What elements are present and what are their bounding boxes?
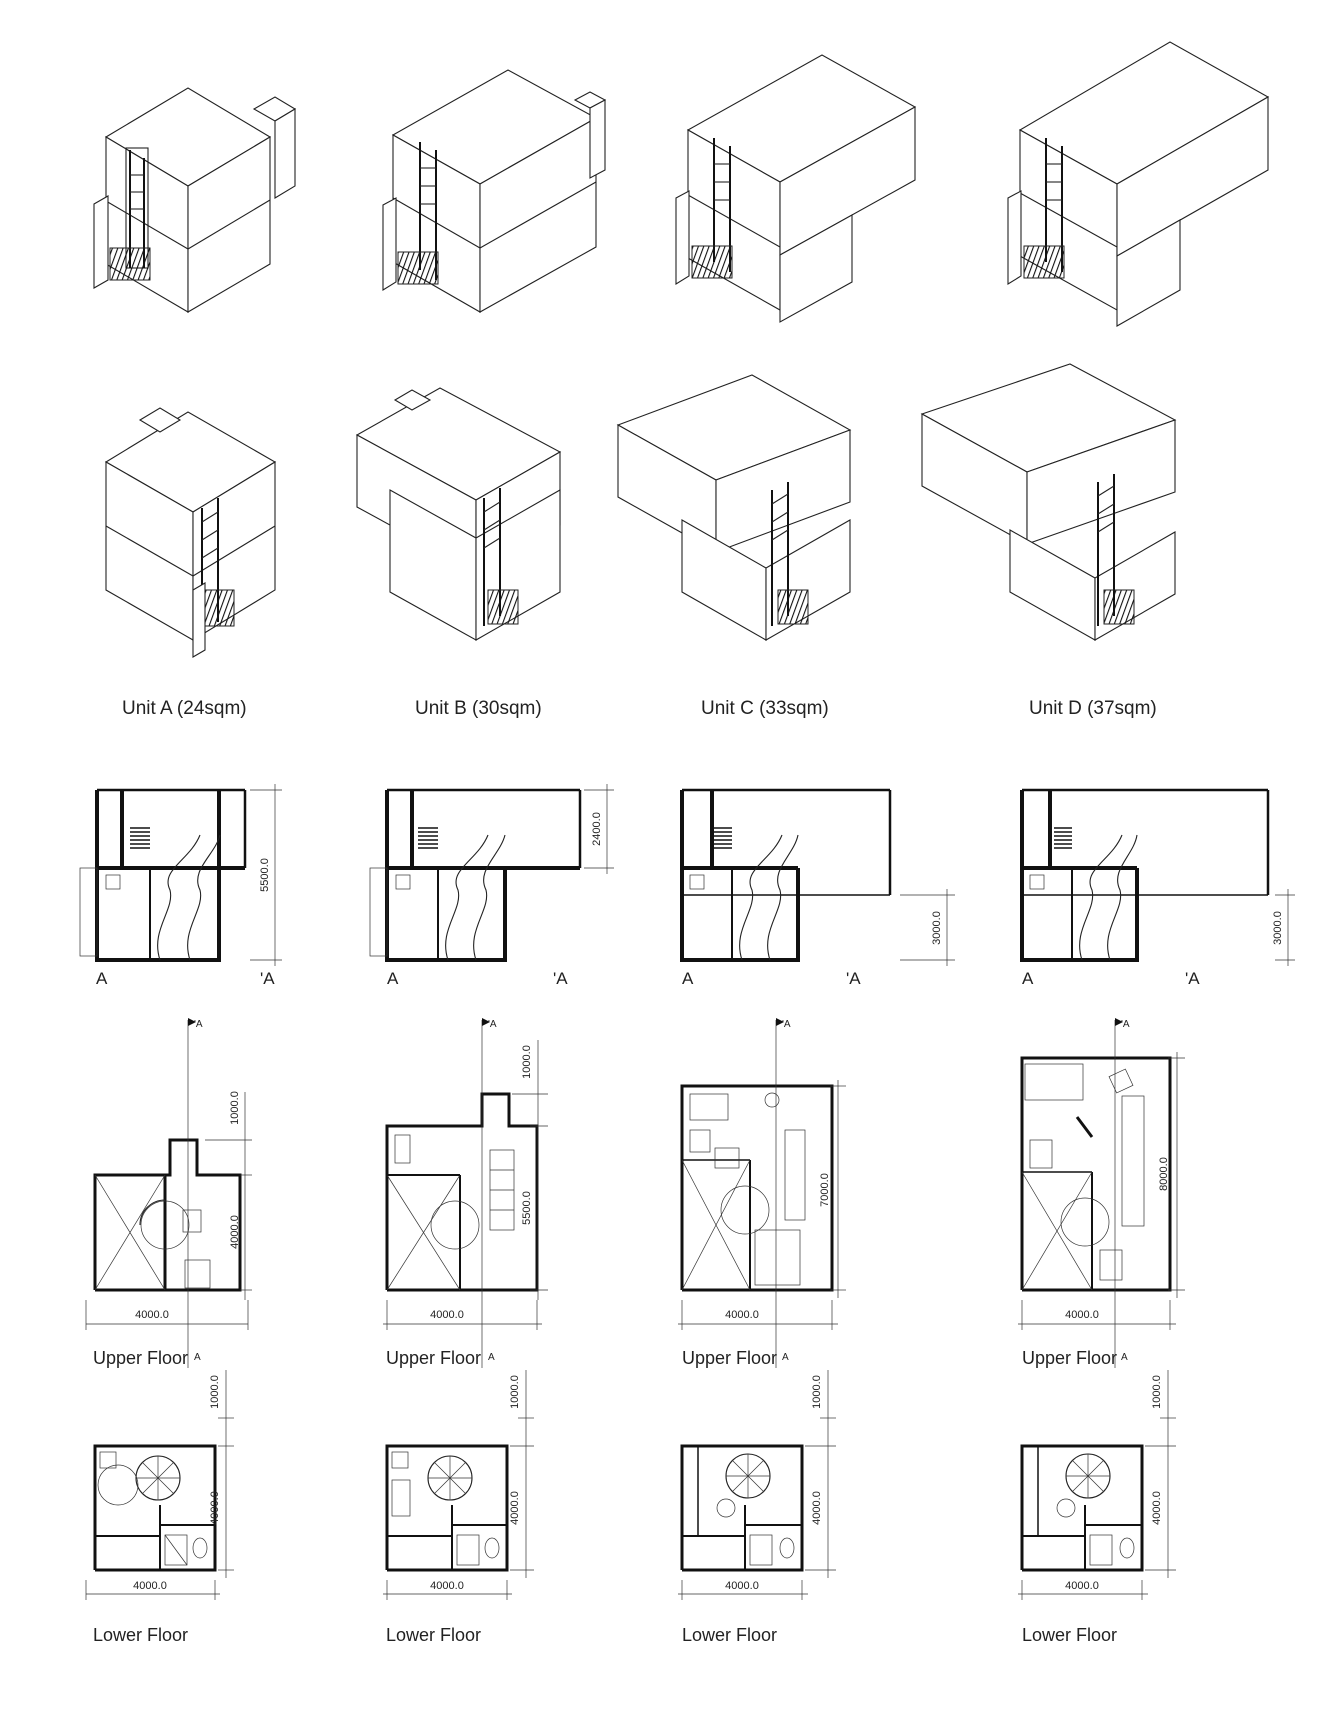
section-c-height: 3000.0 [931,911,943,945]
upper-b-marker: A [488,1352,495,1363]
lower-a-dim-main: 4000.0 [209,1491,221,1525]
upper-d-marker-top: 'A [1121,1019,1130,1030]
upper-plan-unit-c: 'A 4000.0 7000.0 Upper Floor A [678,1018,846,1368]
lower-plan-unit-b: 4000.0 1000.0 4000.0 Lower Floor [383,1370,534,1645]
lower-b-label: Lower Floor [386,1625,481,1645]
lower-a-dim-top: 1000.0 [209,1375,221,1409]
lower-d-dim-top: 1000.0 [1151,1375,1163,1409]
iso-front-unit-b [355,387,562,641]
lower-d-dim-main: 4000.0 [1151,1491,1163,1525]
lower-c-dim-top: 1000.0 [811,1375,823,1409]
unit-b-title: Unit B (30sqm) [415,698,542,719]
section-a-height: 5500.0 [259,858,271,892]
section-a-right-marker: 'A [260,969,275,988]
section-b-height: 2400.0 [591,812,603,846]
section-b-right-marker: 'A [553,969,568,988]
section-unit-a: 5500.0 A 'A [79,784,282,988]
section-unit-b: 2400.0 A 'A [369,784,614,988]
upper-c-marker: A [782,1352,789,1363]
lower-plan-unit-d: 4000.0 1000.0 4000.0 Lower Floor [1018,1370,1176,1645]
upper-b-marker-top: 'A [488,1019,497,1030]
section-unit-c: 3000.0 A 'A [680,788,955,988]
section-c-right-marker: 'A [846,969,861,988]
lower-c-dim-main: 4000.0 [811,1491,823,1525]
upper-c-marker-top: 'A [782,1019,791,1030]
lower-plan-unit-a: 4000.0 1000.0 4000.0 Lower Floor [85,1370,234,1645]
upper-plan-unit-a: 'A 4000.0 1000.0 4000.0 Upper Floor A [85,1018,252,1368]
lower-c-label: Lower Floor [682,1625,777,1645]
upper-b-dim-main: 5500.0 [521,1191,533,1225]
lower-b-dim-top: 1000.0 [509,1375,521,1409]
lower-a-label: Lower Floor [93,1625,188,1645]
upper-b-label: Upper Floor [386,1348,481,1368]
section-d-left-marker: A [1022,969,1034,988]
iso-rear-unit-d [1007,41,1270,327]
upper-d-dim-main: 8000.0 [1158,1157,1170,1191]
lower-d-width: 4000.0 [1065,1580,1099,1592]
section-d-height: 3000.0 [1272,911,1284,945]
lower-plan-unit-c: 4000.0 1000.0 4000.0 Lower Floor [678,1370,836,1645]
upper-plan-unit-d: 'A 4000.0 8000.0 Upper Floor A [1018,1018,1185,1368]
section-a-left-marker: A [96,969,108,988]
upper-plan-unit-b: 'A 4000.0 1000.0 5500.0 Upper Floor A [383,1018,548,1368]
lower-a-width: 4000.0 [133,1580,167,1592]
upper-a-label: Upper Floor [93,1348,188,1368]
iso-front-unit-a [104,407,277,658]
unit-c-title: Unit C (33sqm) [701,698,829,719]
upper-a-width: 4000.0 [135,1309,169,1321]
section-d-right-marker: 'A [1185,969,1200,988]
upper-a-dim-top: 1000.0 [229,1091,241,1125]
upper-b-dim-top: 1000.0 [521,1045,533,1079]
iso-rear-unit-a [93,87,297,313]
upper-d-label: Upper Floor [1022,1348,1117,1368]
upper-c-label: Upper Floor [682,1348,777,1368]
upper-a-marker-top: 'A [194,1019,203,1030]
section-b-left-marker: A [387,969,399,988]
lower-b-dim-main: 4000.0 [509,1491,521,1525]
upper-a-marker: A [194,1352,201,1363]
upper-a-dim-main: 4000.0 [229,1215,241,1249]
unit-a-title: Unit A (24sqm) [122,698,247,719]
upper-b-width: 4000.0 [430,1309,464,1321]
section-unit-d: 3000.0 A 'A [1020,788,1295,988]
upper-d-marker: A [1121,1352,1128,1363]
iso-rear-unit-b [382,69,607,313]
lower-d-label: Lower Floor [1022,1625,1117,1645]
iso-rear-unit-c [675,54,917,323]
unit-d-title: Unit D (37sqm) [1029,698,1157,719]
iso-front-unit-c [616,374,852,641]
upper-d-width: 4000.0 [1065,1309,1099,1321]
lower-b-width: 4000.0 [430,1580,464,1592]
section-c-left-marker: A [682,969,694,988]
iso-front-unit-d [920,363,1177,641]
upper-c-width: 4000.0 [725,1309,759,1321]
upper-c-dim-main: 7000.0 [819,1173,831,1207]
lower-c-width: 4000.0 [725,1580,759,1592]
